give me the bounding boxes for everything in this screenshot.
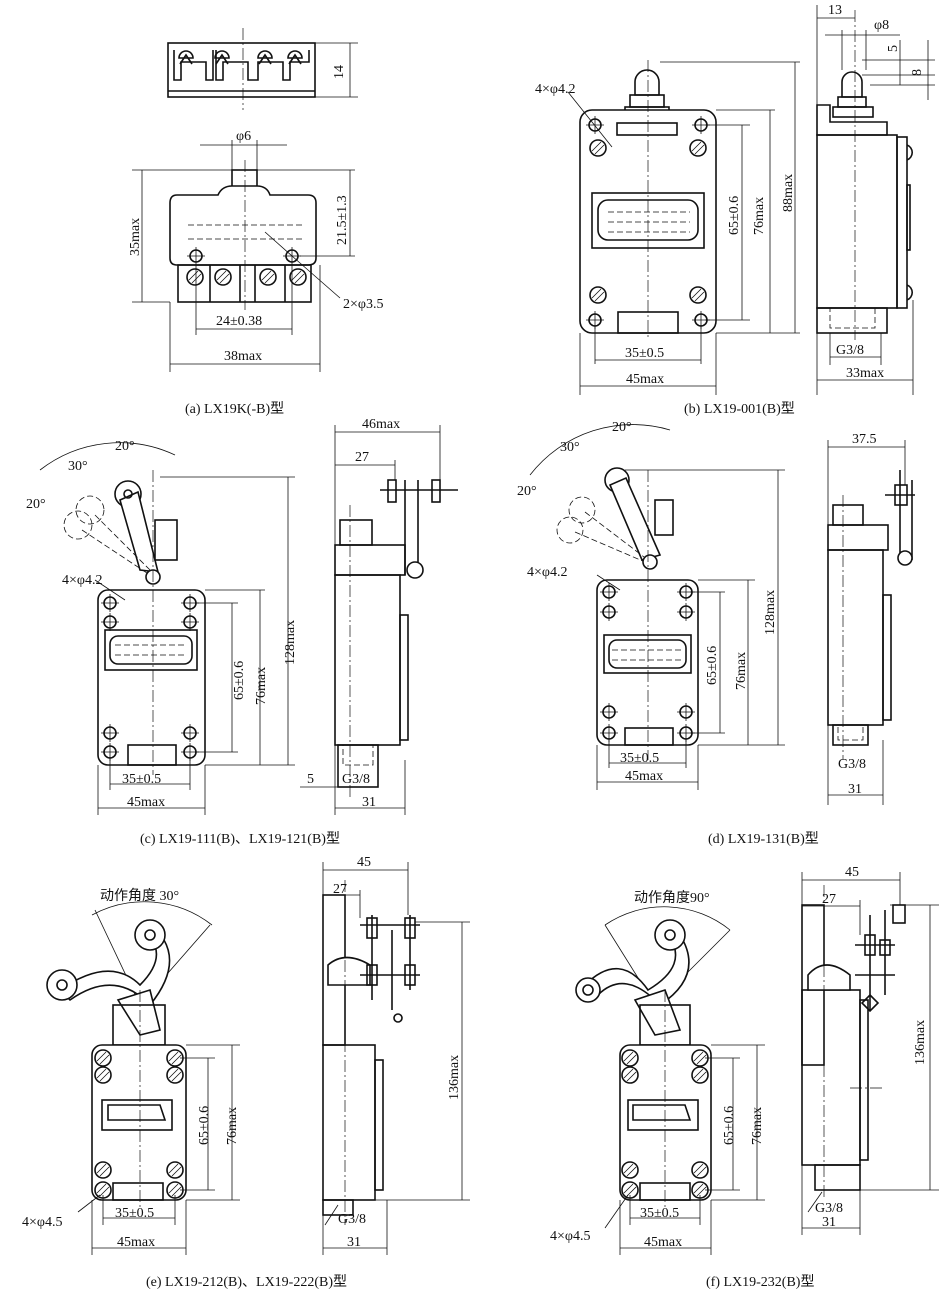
dim-label: 31 — [822, 1215, 836, 1230]
panel-e: 动作角度 30° 65±0.6 76max 4×φ4.5 35±0.5 45ma… — [22, 855, 470, 1290]
dim-label: 33max — [846, 366, 884, 381]
switch-front-view — [39, 442, 295, 815]
dim-label: 20° — [115, 439, 135, 454]
switch-side-view — [827, 440, 915, 805]
panel-a: 14 φ6 35max 21.5±1.3 2×φ3.5 24±0.38 38ma… — [128, 28, 383, 417]
panel-b: 4×φ4.2 65±0.6 76max 88max 35±0.5 45max 1… — [535, 3, 935, 417]
dim-label: 37.5 — [852, 432, 877, 447]
dim-label: 35±0.5 — [122, 772, 161, 787]
dim-label: 136max — [913, 1020, 928, 1065]
caption-d: (d) LX19-131(B)型 — [708, 831, 819, 847]
dim-label: 128max — [283, 620, 298, 665]
dim-label: G3/8 — [815, 1201, 843, 1216]
dim-label: 35max — [128, 218, 143, 256]
dim-label: 动作角度 30° — [100, 888, 179, 904]
dim-label: 76max — [225, 1107, 240, 1145]
dim-label: G3/8 — [338, 1212, 366, 1227]
dim-label: 4×φ4.2 — [62, 573, 102, 588]
dim-label: 46max — [362, 417, 400, 432]
dim-label: 4×φ4.2 — [535, 82, 575, 97]
dim-label: 31 — [362, 795, 376, 810]
dim-label: 38max — [224, 349, 262, 364]
dim-label: 45max — [644, 1235, 682, 1250]
dim-label: φ8 — [874, 18, 889, 33]
dim-label: 35±0.5 — [640, 1206, 679, 1221]
dim-label: 5 — [307, 772, 314, 787]
caption-b: (b) LX19-001(B)型 — [684, 401, 795, 417]
dim-label: 27 — [355, 450, 369, 465]
dim-label: 27 — [333, 882, 347, 897]
dim-label: 65±0.6 — [197, 1106, 212, 1145]
caption-c: (c) LX19-111(B)、LX19-121(B)型 — [140, 831, 340, 847]
dim-label: 45max — [127, 795, 165, 810]
dim-label: 31 — [347, 1235, 361, 1250]
dim-label: 76max — [254, 667, 269, 705]
dim-label: 4×φ4.2 — [527, 565, 567, 580]
dim-label: 76max — [752, 197, 767, 235]
dim-label: 24±0.38 — [216, 314, 262, 329]
switch-front-view — [575, 906, 765, 1255]
dim-label: 65±0.6 — [705, 646, 720, 685]
dim-label: 31 — [848, 782, 862, 797]
dim-label: 65±0.6 — [727, 196, 742, 235]
dim-label: 76max — [750, 1107, 765, 1145]
dim-label: 45 — [845, 865, 859, 880]
dim-label: G3/8 — [342, 772, 370, 787]
dim-label: 30° — [68, 459, 88, 474]
dim-label: 4×φ4.5 — [550, 1229, 590, 1244]
dim-label: 2×φ3.5 — [343, 297, 383, 312]
dim-label: 5 — [886, 45, 901, 52]
caption-f: (f) LX19-232(B)型 — [706, 1274, 814, 1290]
dim-label: G3/8 — [836, 343, 864, 358]
dim-label: 65±0.6 — [722, 1106, 737, 1145]
dim-label: 136max — [447, 1055, 462, 1100]
dim-label: 13 — [828, 3, 842, 18]
terminal-block-top-view — [167, 28, 358, 110]
dim-label: 65±0.6 — [232, 661, 247, 700]
dim-label: 20° — [517, 484, 537, 499]
switch-front-view — [132, 140, 355, 372]
dim-label: 8 — [910, 69, 925, 76]
switch-side-view — [322, 862, 470, 1255]
dim-label: 88max — [781, 174, 796, 212]
dim-label: 128max — [763, 590, 778, 635]
panel-f: 动作角度90° 65±0.6 76max 4×φ4.5 35±0.5 45max… — [550, 865, 939, 1290]
switch-front-view — [567, 60, 800, 395]
dim-label: 20° — [26, 497, 46, 512]
dim-label: 45 — [357, 855, 371, 870]
dim-label: 45max — [626, 372, 664, 387]
switch-front-view — [529, 424, 785, 790]
dim-label: φ6 — [236, 129, 251, 144]
dim-label: 30° — [560, 440, 580, 455]
dim-label: 76max — [734, 652, 749, 690]
switch-side-view — [816, 5, 935, 395]
dim-label: 4×φ4.5 — [22, 1215, 62, 1230]
dim-label: 45max — [625, 769, 663, 784]
dim-label: G3/8 — [838, 757, 866, 772]
switch-side-view — [300, 425, 458, 815]
panel-d: 20° 30° 20° 4×φ4.2 65±0.6 76max 128max 3… — [517, 420, 915, 847]
dim-label: 27 — [822, 892, 836, 907]
dim-label: 35±0.5 — [115, 1206, 154, 1221]
dim-label: 35±0.5 — [620, 751, 659, 766]
dim-label: 20° — [612, 420, 632, 435]
dim-label: 14 — [332, 65, 347, 79]
switch-front-view — [46, 901, 240, 1255]
switch-side-view — [801, 872, 939, 1235]
caption-e: (e) LX19-212(B)、LX19-222(B)型 — [146, 1274, 347, 1290]
dim-label: 动作角度90° — [634, 890, 710, 906]
dim-label: 35±0.5 — [625, 346, 664, 361]
dim-label: 45max — [117, 1235, 155, 1250]
dim-label: 21.5±1.3 — [335, 195, 350, 245]
caption-a: (a) LX19K(-B)型 — [185, 401, 284, 417]
panel-c: 20° 30° 20° 4×φ4.2 65±0.6 76max 128max 3… — [26, 417, 458, 847]
